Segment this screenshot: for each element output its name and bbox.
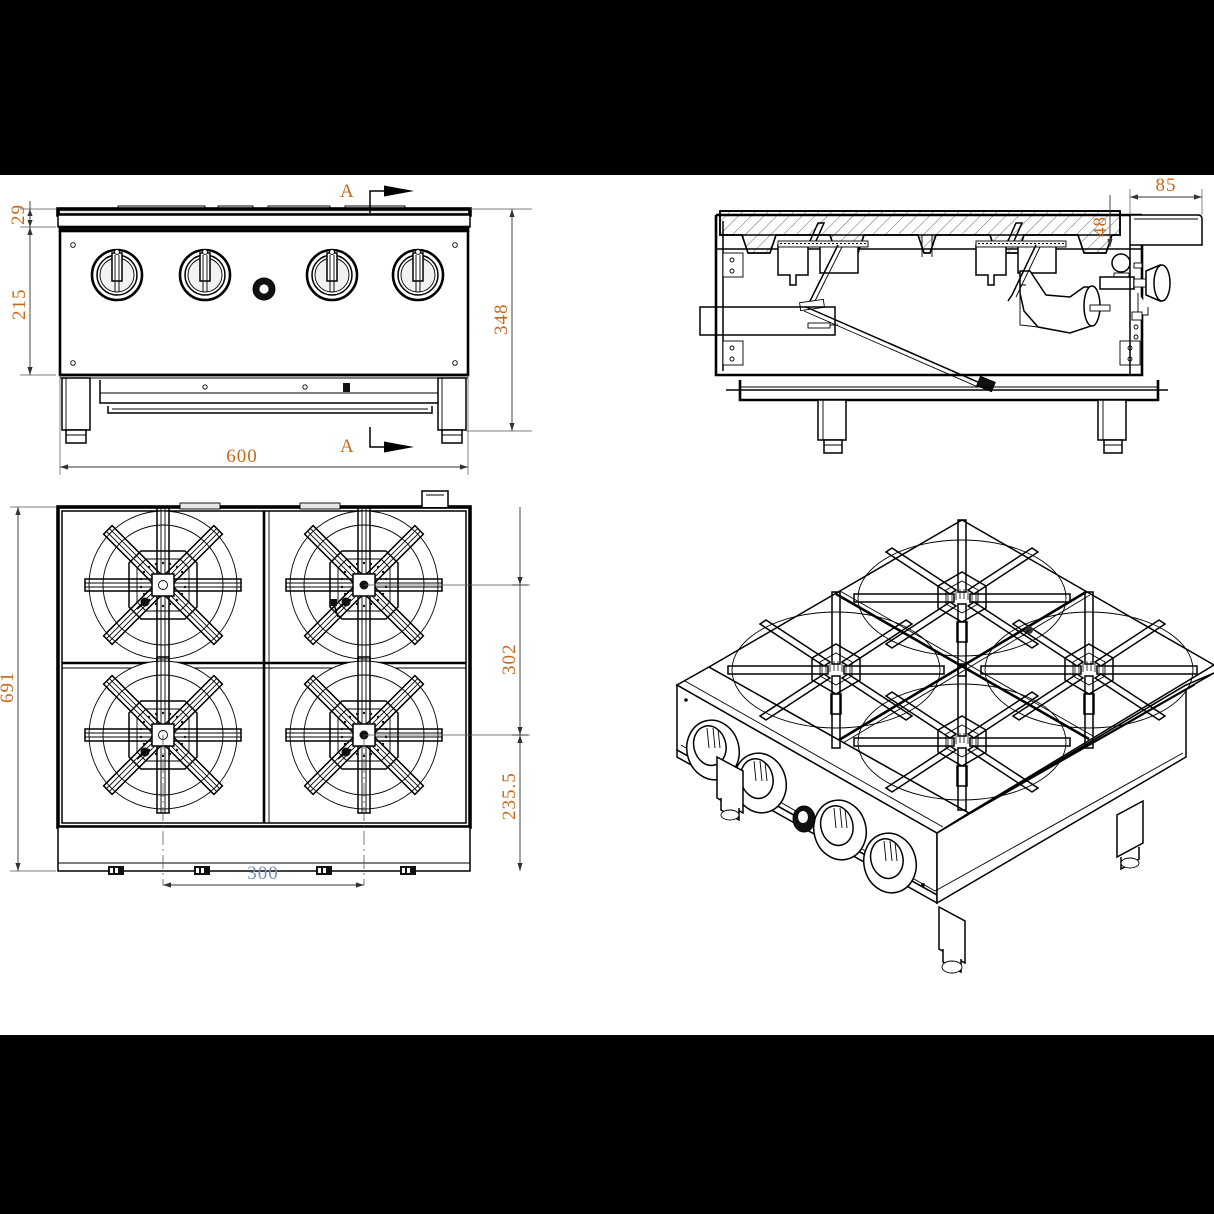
dim-label-300: 300 bbox=[247, 863, 279, 884]
dimension-85: 85 bbox=[1129, 175, 1203, 215]
burner-control-knob[interactable] bbox=[305, 248, 359, 302]
pilot-igniter-button[interactable] bbox=[252, 277, 276, 301]
plan-foot-pad bbox=[316, 866, 332, 875]
view-front-elevation: 29 215 348 600 A A bbox=[0, 175, 545, 495]
view-isometric bbox=[655, 495, 1214, 995]
view-section-aa: 85 48 bbox=[690, 175, 1214, 475]
dim-label-215: 215 bbox=[9, 289, 30, 321]
dimension-348: 348 bbox=[466, 208, 532, 432]
adjustable-leg bbox=[1097, 399, 1127, 454]
gas-manifold bbox=[1019, 270, 1111, 334]
pilot-igniter-button[interactable] bbox=[792, 805, 816, 833]
iso-burner-grate bbox=[727, 519, 1198, 811]
adjustable-leg bbox=[437, 377, 467, 444]
section-body bbox=[714, 213, 1144, 377]
iso-burner-knob[interactable] bbox=[858, 828, 923, 899]
iso-burner-knob[interactable] bbox=[808, 795, 873, 866]
adjustable-leg bbox=[716, 755, 744, 822]
dim-label-600: 600 bbox=[226, 446, 258, 467]
iso-hob-top bbox=[707, 519, 1214, 814]
dimension-691: 691 bbox=[0, 506, 56, 872]
front-drip-tray bbox=[99, 380, 441, 414]
section-burner-assembly bbox=[777, 222, 869, 286]
dimension-235-5: 235.5 bbox=[499, 734, 528, 871]
plan-foot-pad bbox=[108, 866, 124, 875]
burner-control-knob[interactable] bbox=[391, 248, 445, 302]
thermocouple-tube bbox=[799, 244, 1041, 393]
dimension-48: 48 bbox=[1090, 195, 1113, 247]
burner-control-knob[interactable] bbox=[90, 248, 144, 302]
section-marker-a-bottom: A bbox=[340, 427, 414, 457]
section-letter-a: A bbox=[340, 181, 354, 202]
view-plan: 691 302 235.5 300 bbox=[0, 485, 545, 1033]
dim-label-85: 85 bbox=[1156, 175, 1177, 196]
dim-label-48: 48 bbox=[1090, 216, 1111, 237]
plan-foot-pad bbox=[400, 866, 416, 875]
dim-label-302: 302 bbox=[499, 644, 520, 676]
adjustable-leg bbox=[61, 377, 91, 444]
drawing-sheet: 29 215 348 600 A A bbox=[0, 175, 1214, 1035]
dim-label-235-5: 235.5 bbox=[499, 772, 520, 820]
section-letter-a: A bbox=[340, 436, 354, 457]
plan-foot-pad bbox=[194, 866, 210, 875]
dim-label-348: 348 bbox=[491, 304, 512, 336]
dimension-215: 215 bbox=[9, 227, 56, 376]
adjustable-leg bbox=[938, 905, 966, 974]
gas-valve bbox=[1099, 253, 1171, 321]
rear-splash-box bbox=[1129, 214, 1203, 376]
section-marker-a-top: A bbox=[340, 181, 414, 213]
dimension-600: 600 bbox=[59, 375, 469, 475]
adjustable-leg bbox=[817, 399, 847, 454]
adjustable-leg bbox=[1116, 799, 1144, 871]
front-body bbox=[56, 205, 472, 379]
dim-label-691: 691 bbox=[0, 672, 18, 704]
plan-burner bbox=[84, 506, 242, 664]
dimension-29: 29 bbox=[8, 201, 56, 235]
section-base bbox=[699, 306, 1168, 402]
section-burner-assembly bbox=[975, 222, 1067, 286]
burner-control-knob[interactable] bbox=[178, 248, 232, 302]
dim-label-29: 29 bbox=[8, 204, 29, 225]
dimension-302: 302 bbox=[499, 507, 528, 735]
dimension-300: 300 bbox=[163, 863, 364, 888]
